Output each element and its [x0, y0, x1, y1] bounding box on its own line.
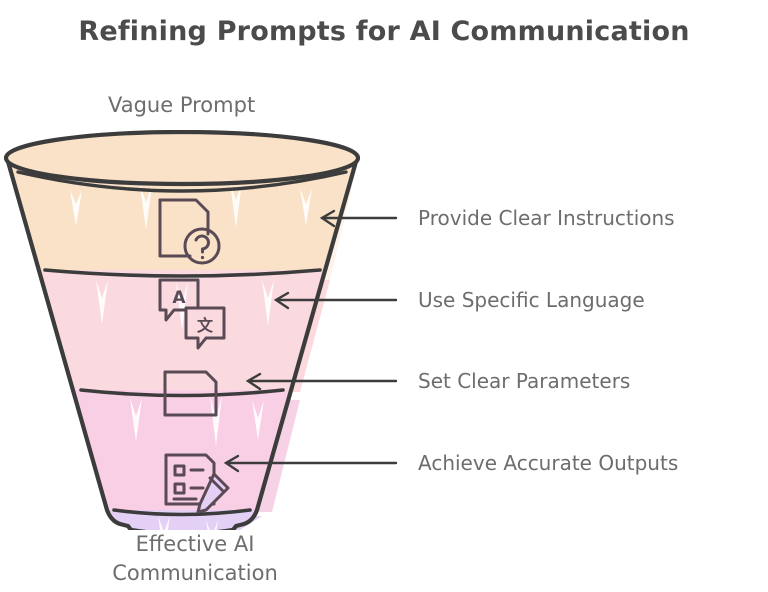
funnel-bottom-caption: Effective AI Communication — [60, 530, 330, 588]
parameters-panel-icon — [163, 370, 218, 417]
translate-cjk-glyph: 文 — [197, 316, 214, 335]
translate-latin-glyph: A — [172, 288, 186, 308]
translate-speech-bubbles-icon: A 文 — [158, 278, 226, 350]
funnel-top-caption: Vague Prompt — [108, 93, 256, 117]
page-title: Refining Prompts for AI Communication — [78, 16, 690, 47]
funnel-graphic: A 文 — [3, 130, 361, 530]
stage-label-2: Use Specific Language — [418, 288, 645, 312]
funnel-bottom-caption-line1: Effective AI — [135, 532, 255, 556]
funnel-sparkles — [70, 182, 312, 530]
funnel-outline — [4, 155, 360, 530]
funnel-rim — [3, 130, 361, 193]
document-question-icon — [158, 198, 221, 265]
stage-label-3: Set Clear Parameters — [418, 369, 631, 393]
stage-label-1: Provide Clear Instructions — [418, 206, 675, 230]
funnel-dividers — [43, 268, 322, 517]
checklist-pencil-icon — [164, 453, 230, 514]
stage-label-4: Achieve Accurate Outputs — [418, 451, 679, 475]
funnel-bottom-caption-line2: Communication — [112, 561, 278, 585]
